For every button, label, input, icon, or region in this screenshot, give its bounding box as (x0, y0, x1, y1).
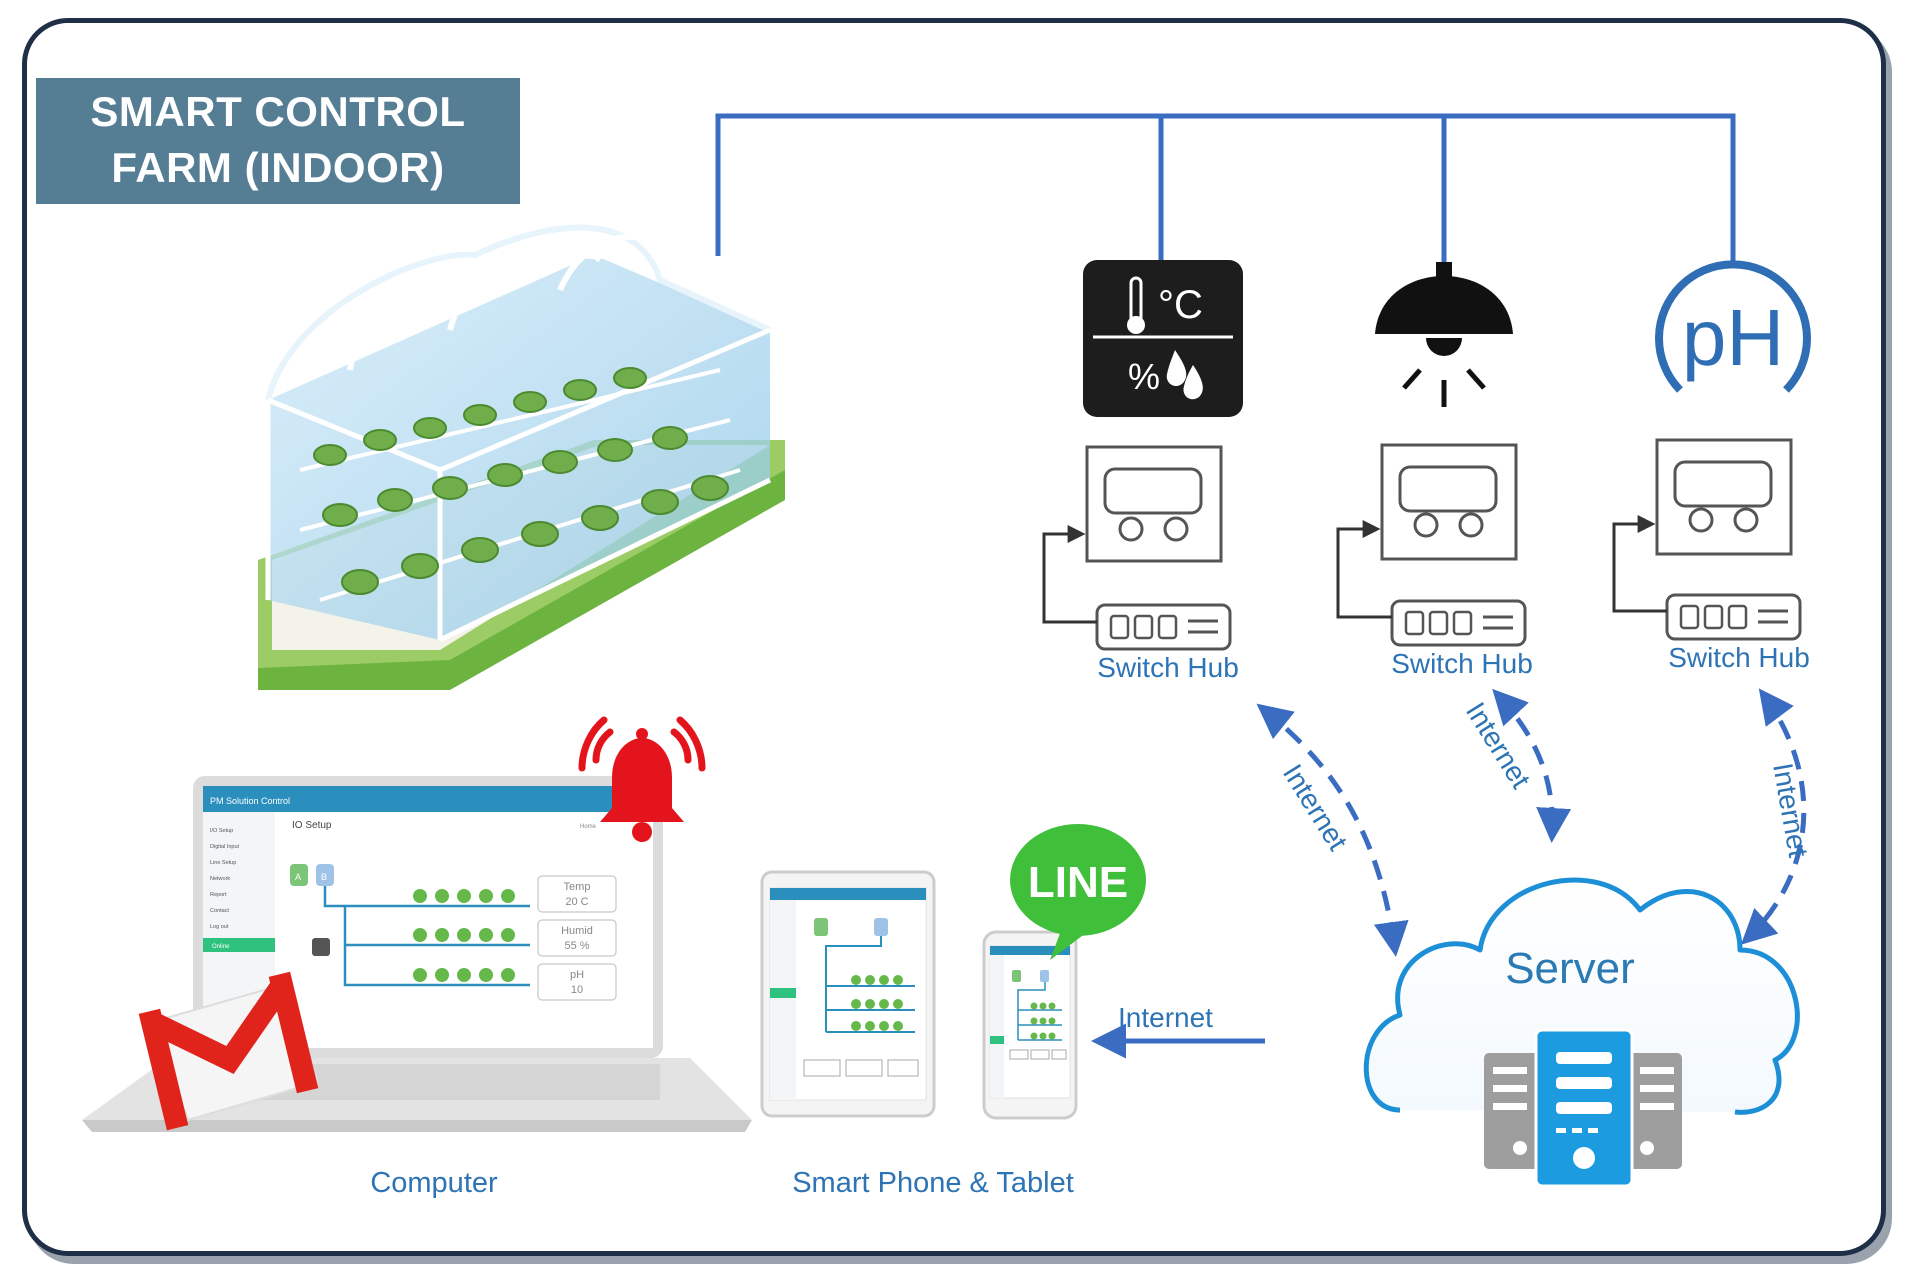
internet-links (1256, 688, 1807, 957)
tank-a-label: A (295, 872, 301, 882)
tank-b-label: B (321, 872, 327, 882)
dashboard-menu-3: Network (210, 876, 230, 882)
lamp-icon (1375, 262, 1513, 407)
title-line-1: SMART CONTROL (90, 88, 466, 135)
title-line-2: FARM (INDOOR) (111, 144, 445, 191)
title-box: SMART CONTROL FARM (INDOOR) (36, 78, 520, 204)
alarm-bell-icon (578, 716, 706, 842)
mobile-caption: Smart Phone & Tablet (792, 1167, 1074, 1199)
controller-group-1: Switch Hub (1042, 445, 1239, 683)
switch-hub-label-3: Switch Hub (1668, 642, 1810, 673)
reading-ph-name: pH (570, 969, 584, 981)
computer-caption: Computer (370, 1167, 498, 1199)
reading-ph-value: 10 (571, 984, 583, 996)
dashboard-menu-1: Digital Input (210, 844, 240, 850)
dashboard-app-title: PM Solution Control (210, 796, 290, 806)
dashboard-menu-4: Report (210, 892, 227, 898)
switch-hub-label-1: Switch Hub (1097, 652, 1239, 683)
reading-temp-name: Temp (564, 881, 591, 893)
temp-humidity-sensor-icon: °C % (1083, 260, 1243, 417)
dashboard-menu-6: Log out (210, 924, 229, 930)
ph-sensor-icon: pH (1655, 260, 1811, 393)
tablet-device (760, 870, 936, 1118)
laptop-computer: PM Solution Control I/O Setup Digital In… (82, 776, 752, 1132)
reading-temp-value: 20 C (565, 896, 588, 908)
controller-group-3: Switch Hub (1612, 438, 1810, 673)
internet-label-2: Internet (1460, 697, 1537, 794)
dashboard-menu-7: Online (212, 944, 230, 950)
ph-symbol: pH (1682, 293, 1784, 382)
server-label: Server (1505, 944, 1635, 993)
controller-group-2: Switch Hub (1336, 443, 1533, 679)
celsius-symbol: °C (1158, 283, 1203, 327)
phone-device (982, 930, 1078, 1120)
internet-label-3: Internet (1767, 761, 1814, 860)
dashboard-page-title: IO Setup (292, 820, 332, 831)
reading-humid-name: Humid (561, 925, 593, 937)
internet-label-1: Internet (1277, 759, 1354, 856)
server-rack-icon (1484, 1028, 1682, 1188)
reading-humid-value: 55 % (564, 940, 589, 952)
dashboard-breadcrumb: Home (580, 824, 597, 830)
line-logo-text: LINE (1028, 858, 1128, 907)
dashboard-menu-5: Contact (210, 908, 229, 914)
gmail-icon (138, 971, 320, 1131)
dashboard-menu-0: I/O Setup (210, 828, 233, 834)
line-app-icon: LINE (1010, 824, 1146, 960)
dashboard-menu-2: Line Setup (210, 860, 236, 866)
percent-symbol: % (1128, 356, 1160, 397)
switch-hub-label-2: Switch Hub (1391, 648, 1533, 679)
server-cloud: Server (1363, 877, 1800, 1115)
sensor-bus (715, 113, 1736, 262)
greenhouse-illustration (258, 224, 785, 690)
internet-label-4: Internet (1118, 1002, 1213, 1033)
